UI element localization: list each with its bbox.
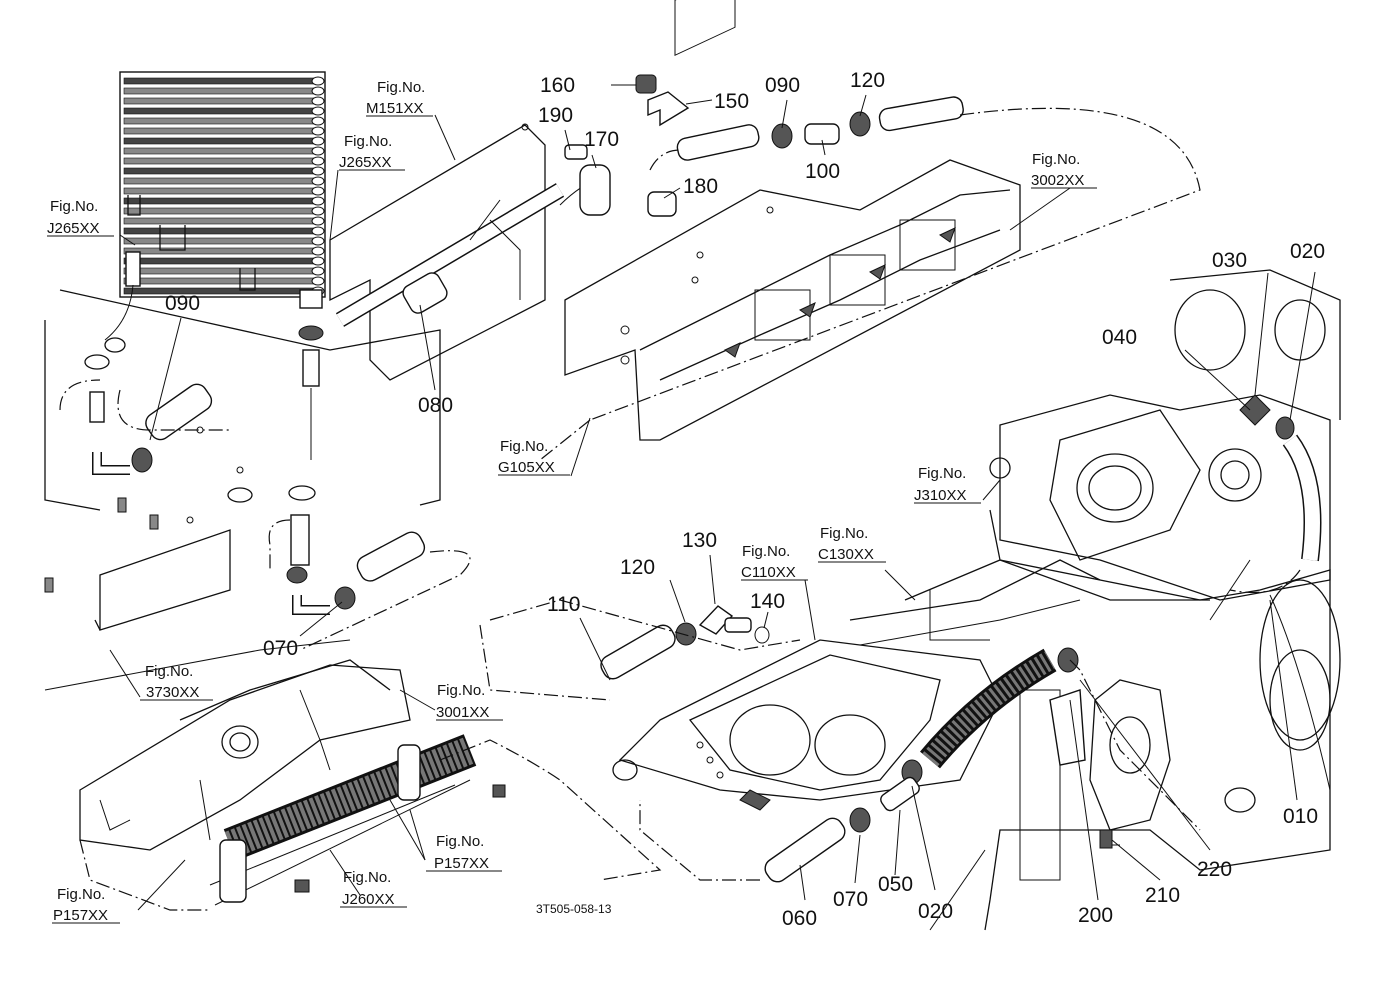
- callout-010: 010: [1283, 805, 1318, 828]
- top-hose-line: [539, 74, 1201, 461]
- callout-080: 080: [418, 394, 453, 417]
- oil-cooler: [119, 71, 326, 309]
- callout-180: 180: [683, 175, 718, 198]
- drawing-number: 3T505-058-13: [536, 902, 612, 916]
- svg-text:Fig.No.: Fig.No.: [57, 886, 105, 903]
- fig-ref-3730xx: Fig.No. 3730XX: [140, 663, 213, 701]
- callout-090-left: 090: [165, 292, 200, 315]
- svg-text:M151XX: M151XX: [366, 100, 424, 117]
- svg-text:J310XX: J310XX: [914, 487, 967, 504]
- callout-200: 200: [1078, 904, 1113, 927]
- callout-220: 220: [1197, 858, 1232, 881]
- callout-090-top: 090: [765, 74, 800, 97]
- lower-right-hose-line: [639, 648, 1057, 931]
- figure-ref-leaders: [109, 114, 1071, 911]
- floor-plate: [44, 289, 441, 691]
- condenser-rack: [79, 734, 662, 911]
- callout-130: 130: [682, 529, 717, 552]
- svg-text:3002XX: 3002XX: [1031, 172, 1084, 189]
- callout-030: 030: [1212, 249, 1247, 272]
- svg-text:Fig.No.: Fig.No.: [500, 438, 548, 455]
- callout-150: 150: [714, 90, 749, 113]
- figure-references: Fig.No. M151XX Fig.No. J265XX Fig.No. J2…: [47, 79, 1097, 924]
- svg-text:Fig.No.: Fig.No.: [343, 869, 391, 886]
- fig-ref-j265xx-b: Fig.No. J265XX: [47, 198, 114, 237]
- svg-text:J265XX: J265XX: [339, 154, 392, 171]
- fig-ref-j260xx: Fig.No. J260XX: [340, 869, 407, 908]
- fig-ref-3001xx: Fig.No. 3001XX: [436, 682, 503, 721]
- svg-text:Fig.No.: Fig.No.: [742, 543, 790, 560]
- svg-text:Fig.No.: Fig.No.: [145, 663, 193, 680]
- leader-lines: [149, 84, 1316, 901]
- svg-text:3001XX: 3001XX: [436, 704, 489, 721]
- callout-070-bottom: 070: [833, 888, 868, 911]
- fig-ref-c110xx: Fig.No. C110XX: [741, 543, 808, 581]
- fig-ref-p157xx-left: Fig.No. P157XX: [52, 886, 120, 924]
- callout-190: 190: [538, 104, 573, 127]
- left-hose-assembly: [59, 251, 471, 651]
- callout-020-bottom: 020: [918, 900, 953, 923]
- svg-text:3730XX: 3730XX: [146, 684, 199, 701]
- callout-070-left: 070: [263, 637, 298, 660]
- svg-text:Fig.No.: Fig.No.: [436, 833, 484, 850]
- fig-ref-j310xx: Fig.No. J310XX: [914, 465, 981, 504]
- callout-210: 210: [1145, 884, 1180, 907]
- front-bracket: [79, 659, 411, 851]
- fig-ref-g105xx: Fig.No. G105XX: [498, 438, 570, 476]
- callout-120-top: 120: [850, 69, 885, 92]
- fig-ref-3002xx: Fig.No. 3002XX: [1031, 151, 1097, 189]
- callouts: 160 150 090 120 190 170 100 180 090 080 …: [165, 69, 1325, 930]
- fig-ref-j265xx-a: Fig.No. J265XX: [339, 133, 405, 171]
- svg-text:J265XX: J265XX: [47, 220, 100, 237]
- svg-text:C110XX: C110XX: [741, 564, 796, 581]
- svg-text:G105XX: G105XX: [498, 459, 555, 476]
- callout-160: 160: [540, 74, 575, 97]
- callout-050: 050: [878, 873, 913, 896]
- callout-060: 060: [782, 907, 817, 930]
- engine-block-top: [564, 0, 1021, 441]
- callout-110: 110: [547, 593, 580, 616]
- bracket-080: [329, 123, 565, 381]
- callout-040: 040: [1102, 326, 1137, 349]
- svg-text:Fig.No.: Fig.No.: [820, 525, 868, 542]
- fig-ref-p157xx-right: Fig.No. P157XX: [426, 833, 502, 872]
- callout-170: 170: [584, 128, 619, 151]
- svg-text:Fig.No.: Fig.No.: [437, 682, 485, 699]
- svg-text:Fig.No.: Fig.No.: [918, 465, 966, 482]
- front-frame: [612, 559, 1101, 811]
- svg-text:C130XX: C130XX: [818, 546, 874, 563]
- hydraulic-housing: [989, 269, 1341, 791]
- fig-ref-c130xx: Fig.No. C130XX: [818, 525, 886, 563]
- callout-100: 100: [805, 160, 840, 183]
- svg-text:P157XX: P157XX: [53, 907, 108, 924]
- fig-ref-m151xx: Fig.No. M151XX: [366, 79, 433, 117]
- callout-140: 140: [750, 590, 785, 613]
- svg-text:Fig.No.: Fig.No.: [377, 79, 425, 96]
- center-hose-line: [479, 599, 801, 701]
- svg-text:P157XX: P157XX: [434, 855, 489, 872]
- svg-text:Fig.No.: Fig.No.: [50, 198, 98, 215]
- svg-text:Fig.No.: Fig.No.: [1032, 151, 1080, 168]
- svg-text:Fig.No.: Fig.No.: [344, 133, 392, 150]
- callout-120-mid: 120: [620, 556, 655, 579]
- callout-020-top: 020: [1290, 240, 1325, 263]
- svg-text:J260XX: J260XX: [342, 891, 395, 908]
